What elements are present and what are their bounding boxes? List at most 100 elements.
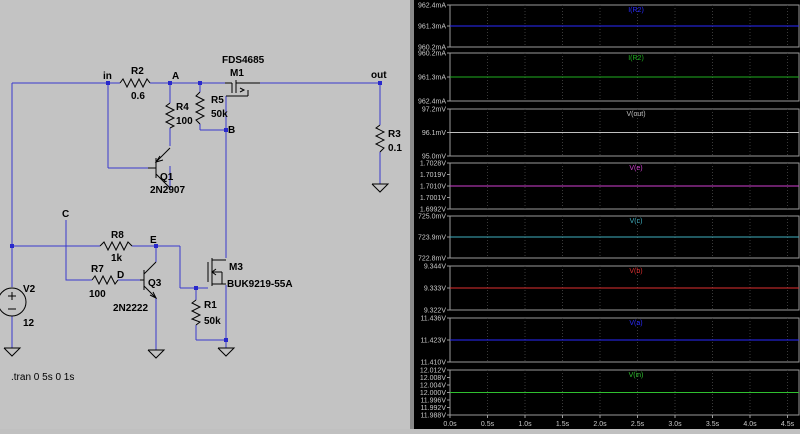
y-tick-label: 1.7028V (420, 161, 446, 168)
trace-title: V(out) (626, 111, 645, 118)
r4-resistor[interactable] (164, 102, 176, 129)
x-tick-label: 4.0s (743, 421, 757, 428)
x-tick-label: 1.5s (556, 421, 570, 428)
r7-resistor[interactable] (91, 274, 119, 286)
y-tick-label: 725.0mV (418, 214, 446, 221)
r5-label: R5 (211, 95, 224, 106)
r7-label: R7 (91, 264, 104, 275)
x-tick-label: 2.0s (593, 421, 607, 428)
y-tick-label: 960.2mA (418, 51, 446, 58)
trace-title: V(b) (629, 268, 642, 275)
pane-divider[interactable] (410, 0, 414, 429)
r1-resistor[interactable] (190, 299, 202, 326)
y-tick-label: 723.9mV (418, 235, 446, 242)
r8-resistor[interactable] (99, 240, 133, 252)
x-tick-label: 4.5s (781, 421, 795, 428)
r3-label: R3 (388, 129, 401, 140)
x-tick-label: 3.5s (706, 421, 720, 428)
m1-mosfet[interactable] (225, 80, 260, 97)
y-tick-label: 95.0mV (422, 154, 446, 161)
junction-dots (10, 81, 382, 342)
r5-value: 50k (211, 109, 228, 120)
v2-label: V2 (23, 284, 36, 295)
y-tick-label: 11.988V (420, 413, 446, 420)
q1-model-label: 2N2907 (150, 185, 185, 196)
spice-directive[interactable]: .tran 0 5s 0 1s (11, 372, 74, 383)
y-tick-label: 11.996V (420, 398, 446, 405)
r3-value: 0.1 (388, 143, 402, 154)
q3-label: Q3 (148, 278, 162, 289)
r2-value: 0.6 (131, 91, 145, 102)
y-tick-label: 1.6992V (420, 207, 446, 214)
trace-title: I(R2) (628, 7, 644, 14)
x-tick-label: 1.0s (518, 421, 532, 428)
y-tick-label: 9.333V (424, 286, 447, 293)
r2-resistor[interactable] (119, 77, 151, 89)
y-tick-label: 11.436V (420, 316, 446, 323)
y-tick-label: 12.008V (420, 375, 446, 382)
q1-label: Q1 (160, 172, 174, 183)
ground-symbol (217, 347, 236, 357)
y-tick-label: 962.4mA (418, 99, 446, 106)
y-tick-label: 11.992V (420, 405, 446, 412)
r3-resistor[interactable] (374, 124, 386, 153)
r1-label: R1 (204, 300, 217, 311)
y-tick-label: 722.8mV (418, 256, 446, 263)
m3-model-label: BUK9219-55A (227, 279, 293, 290)
m3-label: M3 (229, 262, 243, 273)
y-tick-label: 962.4mA (418, 3, 446, 10)
y-tick-label: 9.322V (424, 308, 447, 315)
ground-symbol (371, 183, 390, 193)
x-tick-label: 3.0s (668, 421, 682, 428)
y-tick-label: 961.3mA (418, 75, 446, 82)
trace-title: V(c) (630, 218, 643, 225)
schematic-canvas[interactable]: FDS4685 M1 R2 0.6 in A out R4 100 R5 50k… (0, 0, 410, 429)
v2-voltage-source[interactable] (0, 287, 27, 317)
r8-value: 1k (111, 253, 123, 264)
y-tick-label: 1.7010V (420, 184, 446, 191)
net-c-label: C (62, 209, 69, 220)
y-tick-label: 961.3mA (418, 24, 446, 31)
trace-title: V(in) (629, 372, 644, 379)
y-tick-label: 960.2mA (418, 45, 446, 52)
x-tick-label: 2.5s (631, 421, 645, 428)
y-tick-label: 96.1mV (422, 130, 446, 137)
m1-label: M1 (230, 68, 244, 79)
m1-model-label: FDS4685 (222, 55, 265, 66)
q3-transistor[interactable] (140, 261, 158, 300)
y-tick-label: 12.012V (420, 368, 446, 375)
r2-label: R2 (131, 66, 144, 77)
v2-value: 12 (23, 318, 35, 329)
net-b-label: B (228, 125, 235, 136)
x-tick-label: 0.0s (443, 421, 457, 428)
q3-model-label: 2N2222 (113, 303, 148, 314)
y-tick-label: 11.410V (420, 360, 446, 367)
y-tick-label: 97.2mV (422, 107, 446, 114)
net-in-label: in (103, 71, 112, 82)
schematic-wires (11, 82, 381, 350)
y-tick-label: 11.423V (420, 338, 446, 345)
m3-mosfet[interactable] (207, 258, 226, 286)
net-e-label: E (150, 235, 157, 246)
y-tick-label: 12.004V (420, 383, 446, 390)
net-a-label: A (172, 71, 179, 82)
trace-title: V(a) (629, 320, 642, 327)
net-out-label: out (371, 70, 387, 81)
schematic-editor[interactable]: FDS4685 M1 R2 0.6 in A out R4 100 R5 50k… (0, 0, 410, 429)
r1-value: 50k (204, 316, 221, 327)
waveform-canvas[interactable]: 962.4mA 961.3mA 960.2mA I(R2) 960.2mA 961.3mA… (414, 0, 800, 429)
y-tick-label: 1.7019V (420, 172, 446, 179)
r7-value: 100 (89, 289, 106, 300)
r4-value: 100 (176, 116, 193, 127)
q1-transistor[interactable] (148, 147, 171, 189)
y-tick-label: 9.344V (424, 264, 447, 271)
x-tick-label: 0.5s (481, 421, 495, 428)
r8-label: R8 (111, 230, 124, 241)
ground-symbol (147, 349, 166, 359)
r5-resistor[interactable] (194, 91, 206, 125)
net-d-label: D (117, 270, 124, 281)
trace-title: I(R2) (628, 55, 644, 62)
trace-title: V(e) (629, 165, 642, 172)
y-tick-label: 1.7001V (420, 195, 446, 202)
waveform-viewer[interactable]: 962.4mA 961.3mA 960.2mA I(R2) 960.2mA 961.3mA… (414, 0, 800, 429)
